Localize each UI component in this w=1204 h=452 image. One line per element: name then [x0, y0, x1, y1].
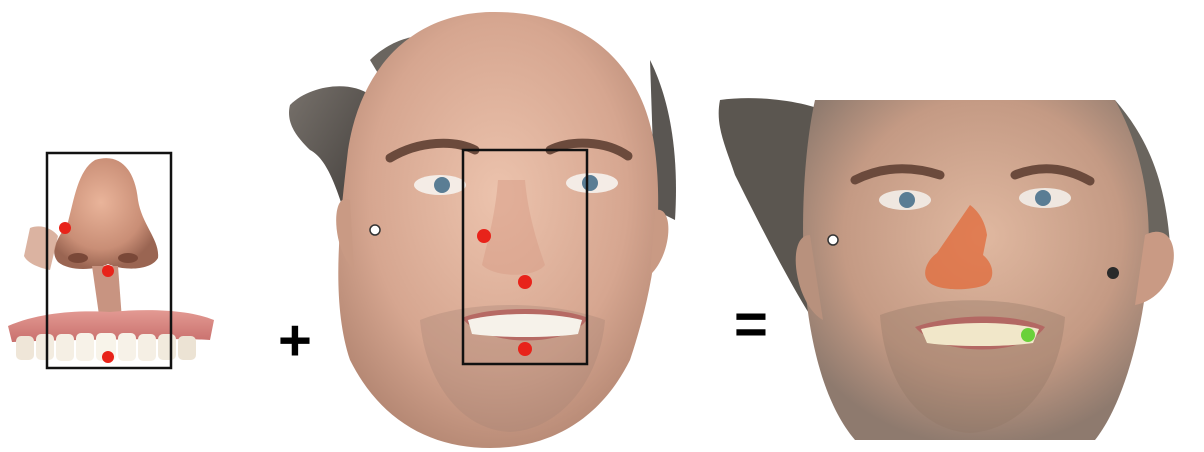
nose-scan: [54, 158, 158, 269]
nose-teeth-scan-panel: [0, 140, 230, 380]
landmark-point: [518, 275, 532, 289]
nose-teeth-scan-image: [0, 140, 230, 380]
face-scan-image: [270, 0, 710, 452]
landmark-point: [477, 229, 491, 243]
landmark-point: [59, 222, 71, 234]
overlay-marker: [1021, 328, 1035, 342]
merged-scan-panel: [715, 95, 1204, 452]
landmark-point: [102, 265, 114, 277]
merged-scan-image: [715, 95, 1204, 452]
landmark-point: [102, 351, 114, 363]
landmark-point: [518, 342, 532, 356]
face-scan-panel: [270, 0, 710, 452]
